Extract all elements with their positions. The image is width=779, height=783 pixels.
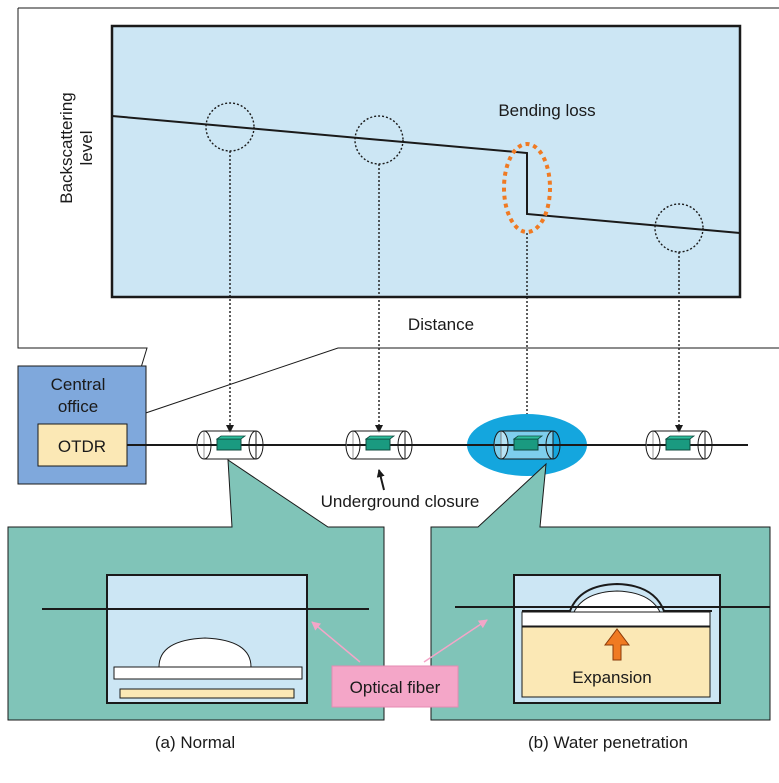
underground-closure bbox=[645, 430, 713, 460]
otdr-label: OTDR bbox=[58, 437, 106, 456]
fiber-pointer-left bbox=[311, 621, 361, 663]
panel-b-white-layer bbox=[521, 611, 711, 627]
panel-b-bulge-outer bbox=[522, 582, 712, 612]
optical-fiber-label: Optical fiber bbox=[350, 678, 441, 697]
underground-closure bbox=[345, 430, 413, 460]
underground-closure-label: Underground closure bbox=[321, 492, 480, 511]
closure-pointer-arrow bbox=[376, 469, 385, 491]
optical-fiber-label-box bbox=[331, 665, 459, 708]
expansion-arrow-icon bbox=[604, 628, 630, 661]
caption-normal: (a) Normal bbox=[155, 733, 235, 752]
bending-loss-ellipse bbox=[502, 142, 552, 234]
panel-a-bulge bbox=[158, 637, 252, 668]
plot-area bbox=[110, 24, 742, 299]
y-axis-label-line2: level bbox=[77, 131, 96, 166]
y-axis-label: Backscattering level bbox=[57, 92, 96, 204]
y-axis-label-line1: Backscattering bbox=[57, 92, 76, 204]
central-office-label-line1: Central bbox=[51, 375, 106, 394]
panel-a-base-layer bbox=[119, 688, 295, 699]
expansion-label: Expansion bbox=[572, 668, 651, 687]
underground-closure bbox=[493, 430, 561, 460]
bending-loss-label: Bending loss bbox=[498, 101, 595, 120]
caption-water-penetration: (b) Water penetration bbox=[528, 733, 688, 752]
central-office-label-line2: office bbox=[58, 397, 98, 416]
panel-a-white-layer bbox=[113, 666, 303, 680]
x-axis-label: Distance bbox=[408, 315, 474, 334]
underground-closure bbox=[196, 430, 264, 460]
backscatter-trace bbox=[111, 115, 741, 234]
fiber-pointer-right bbox=[423, 619, 488, 663]
